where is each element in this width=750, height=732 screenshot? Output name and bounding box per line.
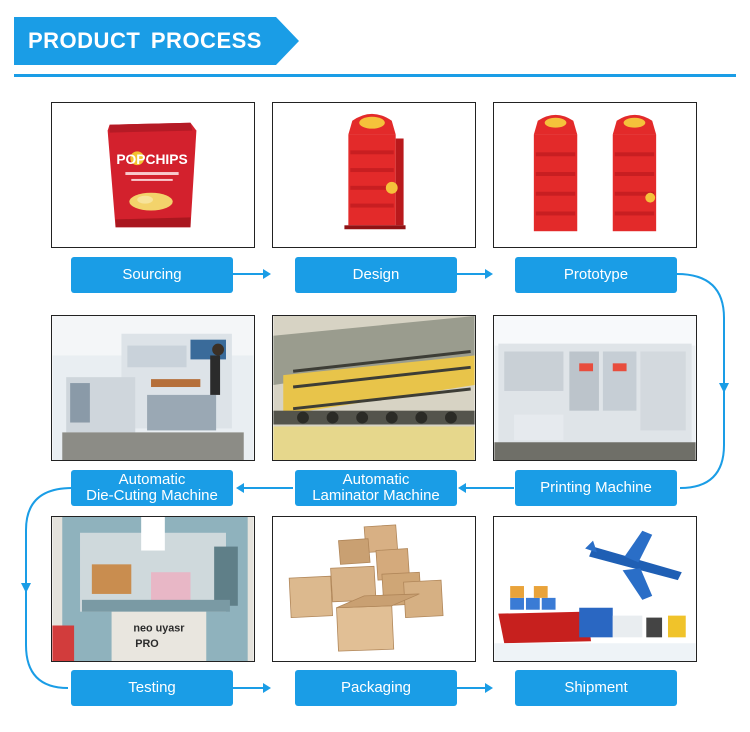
image-packaging-boxes — [272, 516, 476, 662]
page-title: PRODUCT PROCESS — [28, 28, 262, 53]
step-design: Design — [295, 257, 457, 293]
step-shipment: Shipment — [515, 670, 677, 706]
image-shipment-transport — [493, 516, 697, 662]
step-testing: Testing — [71, 670, 233, 706]
image-die-cutting-machine — [51, 315, 255, 461]
image-printing-machine — [493, 315, 697, 461]
step-die-cutting-machine: Automatic Die-Cuting Machine — [71, 470, 233, 506]
image-design-display-stand — [272, 102, 476, 248]
header-banner: PRODUCT PROCESS — [14, 17, 299, 65]
step-sourcing: Sourcing — [71, 257, 233, 293]
popchips-brand-text: POPCHIPS — [116, 152, 187, 167]
svg-text:PRO: PRO — [135, 638, 158, 650]
image-prototype-display-stands — [493, 102, 697, 248]
header-divider — [14, 74, 736, 77]
step-printing-machine: Printing Machine — [515, 470, 677, 506]
image-laminator-machine — [272, 315, 476, 461]
image-testing-machine: neo uyasr PRO — [51, 516, 255, 662]
step-packaging: Packaging — [295, 670, 457, 706]
step-laminator-machine: Automatic Laminator Machine — [295, 470, 457, 506]
step-prototype: Prototype — [515, 257, 677, 293]
image-sourcing-chip-bag: POPCHIPS — [51, 102, 255, 248]
testing-box-marking: neo uyasr — [133, 622, 185, 634]
